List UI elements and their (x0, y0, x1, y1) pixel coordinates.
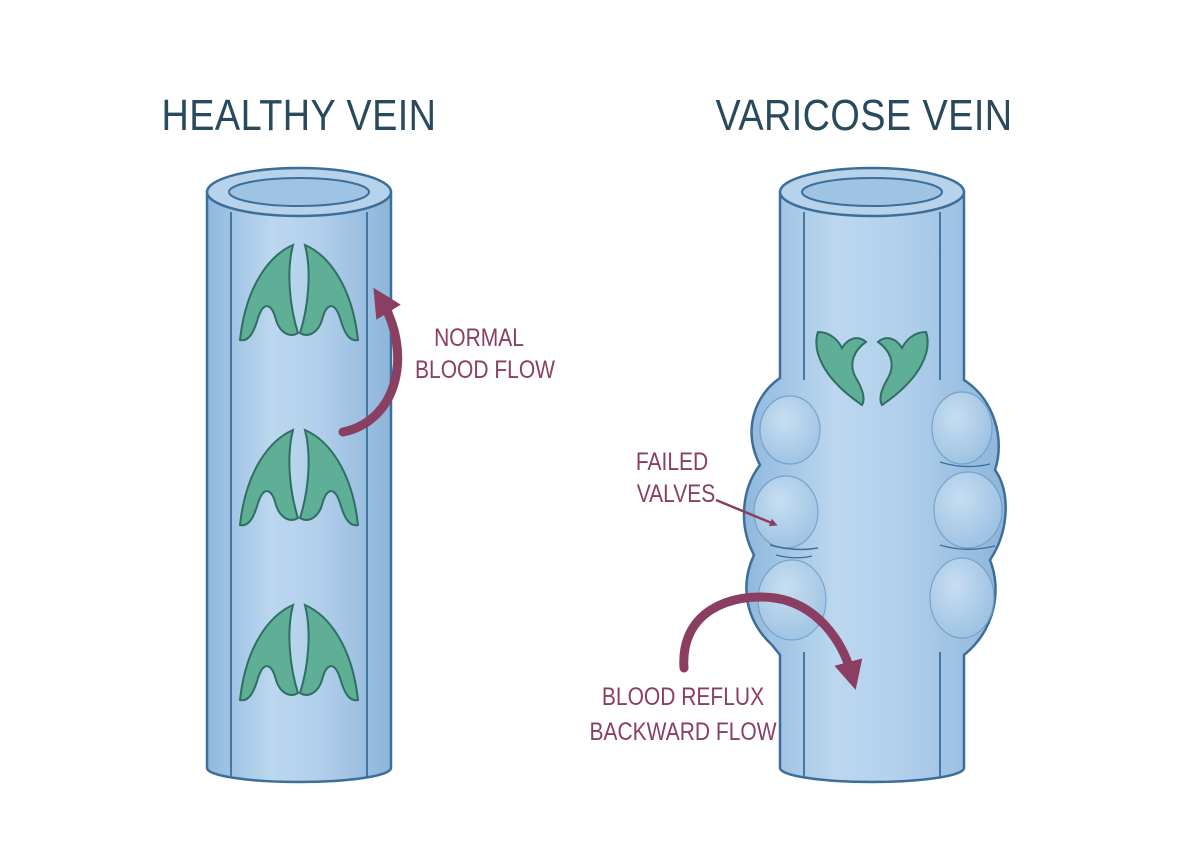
valve-leaflet-right (298, 428, 360, 527)
varicose-bulge (933, 471, 1003, 549)
healthy-vein (205, 166, 393, 784)
healthy-valve-top (238, 243, 360, 342)
reflux-label-line2: BACKWARD FLOW (590, 717, 777, 745)
normal-flow-label-line1: NORMAL (434, 323, 524, 351)
healthy-valve-bottom (238, 603, 360, 702)
failed-valve-leaflet-left (815, 330, 868, 407)
blood-reflux-arrow (679, 592, 863, 690)
bulge-shade-line (939, 544, 996, 550)
failed-valve-leaflet-right (876, 330, 929, 407)
varicose-vein (742, 166, 1007, 784)
bulge-shade-line (939, 461, 991, 468)
normal-flow-arrow (338, 287, 403, 437)
valve-leaflet-left (238, 603, 300, 702)
healthy-valve-middle (238, 428, 360, 527)
varicose-bulge (753, 475, 819, 549)
healthy-vein-tube (205, 190, 393, 784)
failed-valves-pointer (715, 498, 778, 527)
varicose-vein-opening (801, 177, 943, 207)
valve-leaflet-right (298, 243, 360, 342)
valve-leaflet-left (238, 243, 300, 342)
varicose-bulge (759, 395, 821, 465)
valve-leaflet-left (238, 428, 300, 527)
bulge-shade-line (769, 544, 819, 551)
healthy-vein-opening (228, 177, 370, 207)
varicose-vein-title: VARICOSE VEIN (715, 90, 1012, 139)
varicose-bulge (931, 391, 993, 465)
valve-leaflet-right (298, 603, 360, 702)
bulge-shade-line (775, 554, 813, 559)
failed-valves-label-line1: FAILED (636, 447, 708, 475)
normal-flow-label-line2: BLOOD FLOW (415, 355, 555, 383)
reflux-label-line1: BLOOD REFLUX (602, 682, 764, 710)
healthy-vein-title: HEALTHY VEIN (162, 90, 437, 139)
failed-valves-label-line2: VALVES (637, 479, 716, 507)
varicose-bulge (929, 557, 995, 639)
